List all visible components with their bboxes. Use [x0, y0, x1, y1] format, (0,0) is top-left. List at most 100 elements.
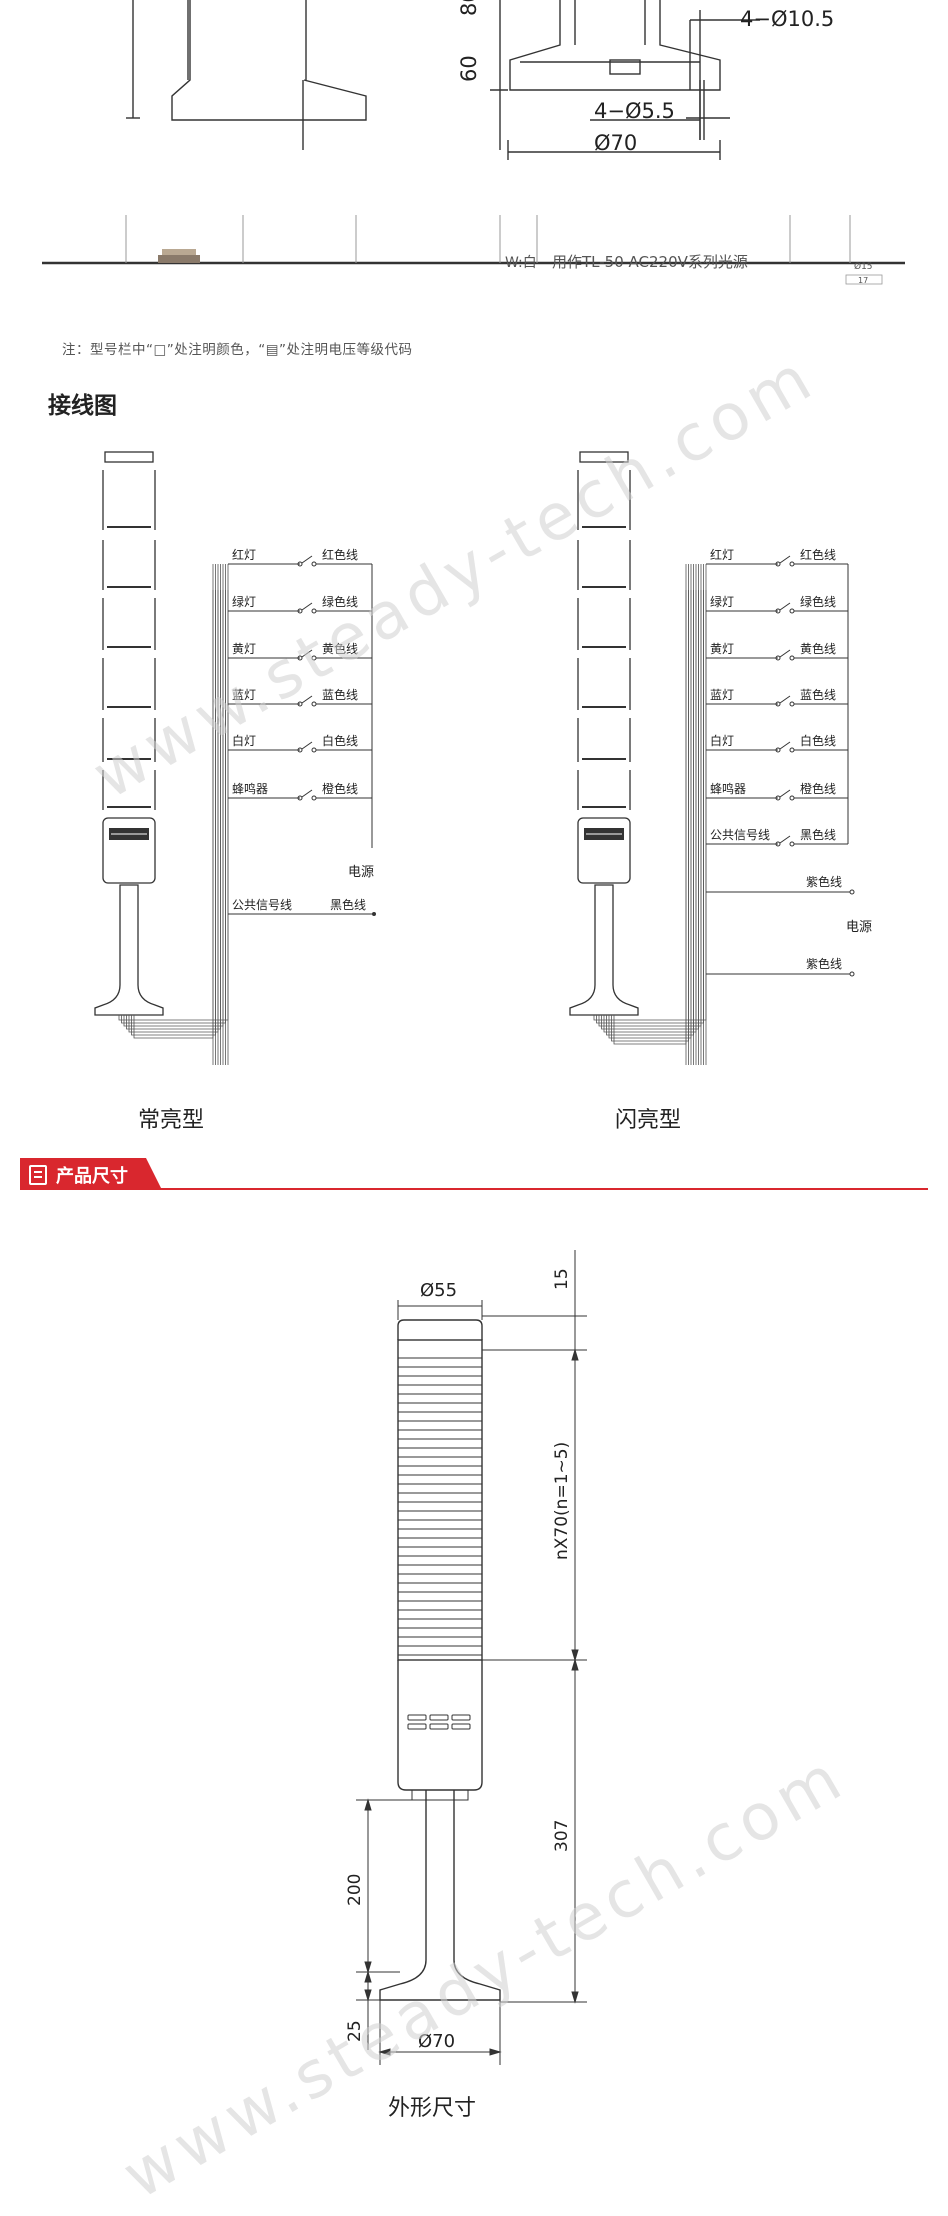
wire-bundle — [596, 590, 704, 1024]
switch-contact — [297, 655, 303, 661]
lamp-label-left-4: 白灯 — [232, 733, 256, 748]
switch-contact — [297, 701, 303, 707]
wire-label-right-1: 绿色线 — [800, 594, 836, 609]
outline-buzzer-slot — [429, 1714, 449, 1721]
dim-arrow — [571, 1991, 579, 2004]
wire-bundle — [598, 590, 702, 1027]
dim-text-55: Ø55 — [420, 1280, 457, 1301]
outline-buzzer-slot — [407, 1714, 427, 1721]
lamp-label-right-6: 公共信号线 — [710, 828, 770, 842]
switch-contact — [775, 608, 781, 614]
wiring-left: 红灯红色线绿灯绿色线黄灯黄色线蓝灯蓝色线白灯白色线蜂鸣器橙色线电源公共信号线黑色… — [94, 451, 376, 1065]
lamp-label-left-1: 绿灯 — [232, 594, 256, 609]
wire-label-right-6: 黑色线 — [800, 828, 836, 842]
switch-contact — [775, 841, 781, 847]
dim-arrow — [571, 1658, 579, 1671]
wire-bundle — [123, 590, 224, 1027]
tower-cap — [104, 451, 154, 463]
outline-buzzer-slot — [451, 1714, 471, 1721]
table-cell-desc: 用作TL-50 AC220V系列光源 — [552, 253, 748, 271]
wire-bundle — [601, 590, 699, 1030]
dim-text-70: Ø70 — [418, 2031, 455, 2052]
switch-contact — [789, 655, 795, 661]
dim-60: 60 — [457, 55, 481, 82]
wire-label-left-3: 蓝色线 — [322, 688, 358, 702]
wire-bundle — [128, 590, 219, 1033]
wire-bundle — [613, 590, 687, 1045]
wiring-right: 红灯红色线绿灯绿色线黄灯黄色线蓝灯蓝色线白灯白色线蜂鸣器橙色线公共信号线黑色线紫… — [569, 451, 872, 1065]
table-mini-bottom: 17 — [858, 276, 868, 285]
switch-blade — [301, 555, 313, 564]
power-label-left: 电源 — [348, 865, 374, 880]
switch-blade — [779, 649, 791, 658]
wire-label-left-2: 黄色线 — [322, 642, 358, 656]
dim-4x10-5: 4−Ø10.5 — [740, 7, 834, 31]
switch-blade — [301, 695, 313, 704]
wire-bundle — [606, 590, 694, 1036]
lamp-label-left-5: 蜂鸣器 — [232, 781, 268, 796]
switch-contact — [789, 701, 795, 707]
wire-label-left-1: 绿色线 — [322, 594, 358, 609]
lamp-label-right-5: 蜂鸣器 — [710, 781, 746, 796]
switch-contact — [789, 795, 795, 801]
outline-buzzer-slot — [429, 1723, 449, 1730]
dim-70-top: Ø70 — [594, 131, 637, 155]
switch-contact — [311, 608, 317, 614]
table-fragment: W:白 用作TL-50 AC220V系列光源 Ø15 17 — [42, 215, 905, 285]
tower-tier — [102, 718, 156, 762]
switch-contact — [789, 561, 795, 567]
dim-arrow — [571, 1649, 579, 1662]
document-icon — [29, 1165, 47, 1185]
outline-buzzer-slot — [451, 1723, 471, 1730]
caption-steady: 常亮型 — [138, 1108, 205, 1133]
switch-contact — [775, 795, 781, 801]
switch-contact — [789, 841, 795, 847]
dim-text-nx70: nX70(n=1~5) — [552, 1442, 572, 1560]
wiring-diagrams: 红灯红色线绿灯绿色线黄灯黄色线蓝灯蓝色线白灯白色线蜂鸣器橙色线电源公共信号线黑色… — [94, 451, 872, 1065]
wire-label-right-0: 红色线 — [800, 547, 836, 562]
switch-contact — [311, 747, 317, 753]
switch-contact — [775, 747, 781, 753]
switch-contact — [789, 747, 795, 753]
top-mount-drawing: 4−Ø10.5 4−Ø5.5 Ø70 60 80 — [126, 0, 834, 160]
switch-blade — [779, 602, 791, 611]
outline-base-unit — [397, 1660, 483, 1791]
switch-contact — [311, 795, 317, 801]
dim-arrow — [489, 2048, 502, 2056]
switch-blade — [779, 741, 791, 750]
switch-contact — [311, 701, 317, 707]
tower-tier — [577, 598, 631, 650]
tower-tier — [102, 540, 156, 590]
wire-bundle — [126, 590, 221, 1030]
dimension-lines — [356, 1250, 587, 2065]
common-wire-label-left: 黑色线 — [330, 898, 366, 912]
switch-contact — [775, 561, 781, 567]
switch-blade — [301, 649, 313, 658]
lamp-label-right-1: 绿灯 — [710, 594, 734, 609]
dim-arrow — [571, 1348, 579, 1361]
section-banner — [20, 1158, 928, 1190]
dim-arrow — [364, 1970, 372, 1983]
lamp-label-left-3: 蓝灯 — [232, 688, 256, 702]
wire-bundle — [118, 590, 229, 1021]
switch-contact — [297, 795, 303, 801]
lamp-label-left-0: 红灯 — [232, 547, 256, 562]
switch-blade — [779, 555, 791, 564]
outline-drawing — [379, 1319, 501, 2001]
dim-text-25: 25 — [345, 2020, 365, 2042]
switch-blade — [779, 835, 791, 844]
switch-blade — [779, 789, 791, 798]
wire-label-right-4: 白色线 — [800, 733, 836, 748]
wire-label-right-3: 蓝色线 — [800, 688, 836, 702]
model-note: 注：型号栏中“□”处注明颜色，“▤”处注明电压等级代码 — [62, 342, 413, 358]
outline-tiers — [397, 1339, 483, 1661]
outline-pole — [379, 1790, 501, 2001]
dim-arrow — [364, 1961, 372, 1974]
tower-tier — [102, 770, 156, 810]
switch-contact — [789, 608, 795, 614]
switch-blade — [779, 695, 791, 704]
switch-contact — [297, 608, 303, 614]
wire-label-left-0: 红色线 — [322, 547, 358, 562]
dim-arrow — [364, 1798, 372, 1811]
switch-blade — [301, 741, 313, 750]
